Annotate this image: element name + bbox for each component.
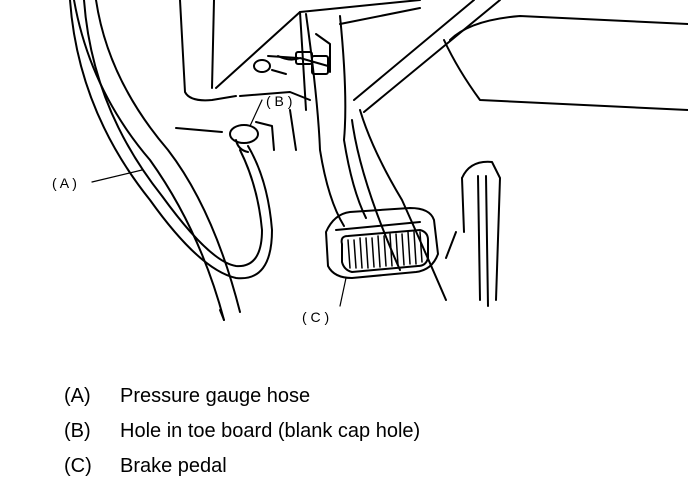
brake-pedal-diagram: ( A ) ( B ) ( C ): [52, 0, 688, 325]
legend-item-a: (A) Pressure gauge hose: [64, 380, 664, 415]
leader-b: [249, 99, 263, 127]
legend-text-a: Pressure gauge hose: [120, 385, 311, 407]
legend-item-c: (C) Brake pedal: [64, 450, 664, 485]
leader-c: [339, 277, 347, 307]
callout-b: ( B ): [266, 93, 292, 109]
callout-a: ( A ): [52, 175, 77, 191]
legend-text-b: Hole in toe board (blank cap hole): [120, 420, 421, 442]
leader-a: [91, 169, 143, 183]
legend: (A) Pressure gauge hose (B) Hole in toe …: [64, 380, 664, 485]
callout-c: ( C ): [302, 309, 329, 325]
door-sill: [73, 0, 241, 321]
pedal-pad-ribs: [347, 231, 423, 269]
pedal-bracket: [271, 0, 501, 113]
legend-key-b: (B): [64, 420, 91, 442]
legend-text-c: Brake pedal: [120, 455, 227, 477]
pressure-gauge-hose: [69, 0, 273, 280]
legend-item-b: (B) Hole in toe board (blank cap hole): [64, 415, 664, 450]
callout-leaders: [91, 99, 347, 307]
legend-key-a: (A): [64, 385, 91, 407]
toe-board-panel: [175, 0, 421, 151]
seat-rail: [445, 160, 501, 307]
brake-pedal-pad: [325, 207, 439, 279]
floor-console: [351, 15, 688, 301]
brake-pedal-arm: [305, 13, 367, 227]
legend-key-c: (C): [64, 455, 92, 477]
